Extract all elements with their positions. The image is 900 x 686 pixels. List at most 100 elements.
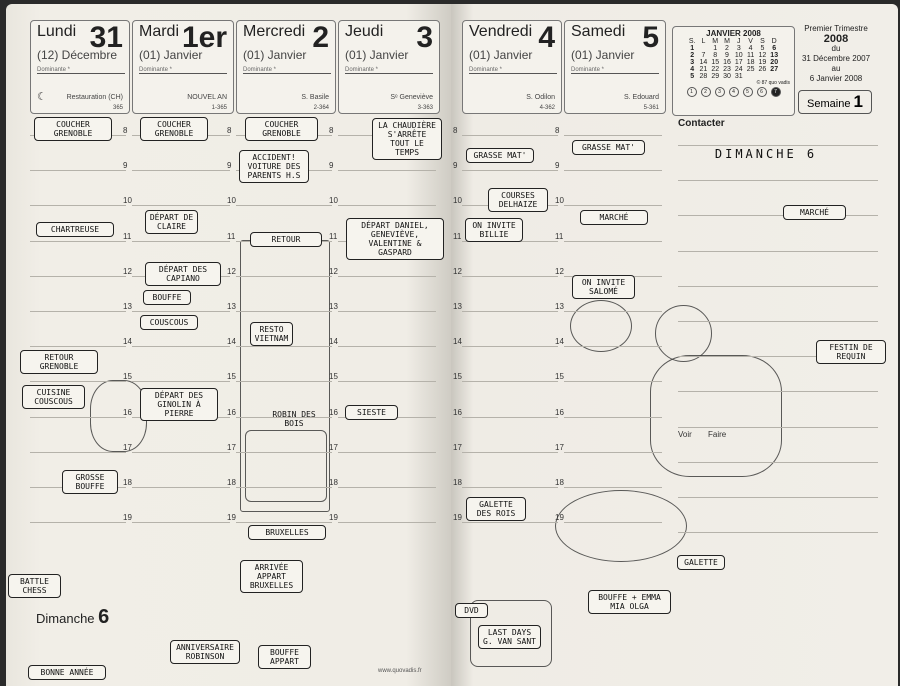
handwritten-note: Départ Daniel, Geneviève, Valentine & Ga… [346,218,444,260]
weekday-circle: 2 [700,87,711,97]
hour-line [338,381,436,383]
handwritten-note: Courses Delhaize [488,188,548,212]
hour-line [132,522,230,524]
hour-label: 10 [329,196,338,206]
handwritten-note: Galette [677,555,725,570]
handwritten-note: Grasse mat' [466,148,534,163]
au-label: au [831,64,841,73]
face-sketch-1 [570,300,632,352]
hour-label: 19 [555,513,564,523]
hour-label: 18 [453,478,462,487]
hour-line [236,487,332,488]
day-name: Mercredi [243,23,306,40]
cal-header: D [771,38,777,45]
dimanche-label: Dimanche 6 [36,606,109,629]
hour-line [564,311,662,312]
cal-day: 24 [734,66,743,73]
saint-name: Sᵉ Geneviève [390,94,433,101]
hour-label: 14 [227,337,236,347]
hour-line [462,487,558,488]
hour-line [132,311,230,312]
cal-day: 19 [758,59,767,66]
cal-day: 21 [699,66,708,73]
dominante-field: Dominante * [571,67,659,74]
cal-header: S [760,38,765,45]
trimestre-year: 2008 [823,33,849,45]
hour-line [564,451,662,453]
hour-line [338,346,436,348]
hour-label: 15 [329,372,338,382]
hour-label: 16 [453,407,462,417]
cal-day: 4 [690,66,695,73]
day-number: 4 [538,21,555,54]
cal-day: 22 [711,66,720,73]
hour-line [564,381,662,383]
hour-label: 12 [227,266,236,276]
hour-line [236,311,332,312]
hour-label: 17 [123,442,132,452]
day-header-3: Jeudi 3 (01) Janvier Dominante * Sᵉ Gene… [338,20,440,114]
hour-line [236,275,332,277]
hour-label: 11 [555,231,564,241]
voir-label: Voir [678,430,692,439]
handwritten-note: Bouffe appart [258,645,311,669]
handwritten-note: Festin de requin [816,340,886,364]
hour-label: 10 [123,196,132,206]
hour-line [30,346,126,348]
website-text: www.quovadis.fr [378,668,422,674]
contacter-label: Contacter [678,118,725,129]
door-sketch [240,240,330,512]
dominante-field: Dominante * [37,67,125,74]
weekday-circle: 5 [742,87,753,97]
day-number: 3 [416,21,433,54]
handwritten-note: Coucher Grenoble [245,117,318,141]
hour-line [338,487,436,488]
hour-label: 17 [329,442,338,452]
day-header-1: Mardi 1er (01) Janvier Dominante * NOUVE… [132,20,234,114]
month-label: (01) Janvier [139,48,203,62]
hour-line [462,135,558,136]
hour-line [30,240,126,242]
cal-day: 13 [770,52,779,59]
cal-day: 31 [734,73,743,80]
hour-label: 18 [227,478,236,487]
cal-day [698,45,710,52]
notes-line [678,145,878,146]
hour-label: 19 [123,513,132,523]
tv-sketch [245,430,327,502]
dimanche-number: 6 [98,606,110,628]
hour-line [462,451,558,453]
cal-day: 5 [690,73,695,80]
handwritten-note: Bruxelles [248,525,326,540]
saint-name: NOUVEL AN [187,94,227,101]
cal-day [745,73,757,80]
hour-line [236,346,332,348]
cal-header: M [712,38,719,45]
hour-label: 13 [453,302,462,311]
handwritten-note: La chaudière s'arrête tout le temps [372,118,442,160]
cal-day: 2 [725,45,729,52]
cal-day: 8 [713,52,718,59]
hour-line [236,416,332,418]
dominante-field: Dominante * [243,67,331,74]
hour-label: 8 [453,126,458,135]
hour-line [30,381,126,383]
hour-label: 8 [329,126,334,135]
hour-label: 14 [329,337,338,347]
hour-line [30,170,126,172]
hour-line [564,205,662,207]
day-number: 2 [312,21,329,54]
hour-line [132,451,230,453]
handwritten-note: Accident! Voiture des parents H.S [239,150,309,183]
handwritten-note: Marché [783,205,846,220]
handwritten-note: Cuisine couscous [22,385,85,409]
hour-label: 15 [123,372,132,382]
hour-line [338,275,436,277]
cal-day: 14 [699,59,708,66]
day-name: Vendredi [469,23,533,40]
day-name: Mardi [139,23,180,40]
hour-label: 9 [123,161,128,171]
cal-day: 29 [711,73,720,80]
handwritten-note: Resto Vietnam [250,322,293,346]
